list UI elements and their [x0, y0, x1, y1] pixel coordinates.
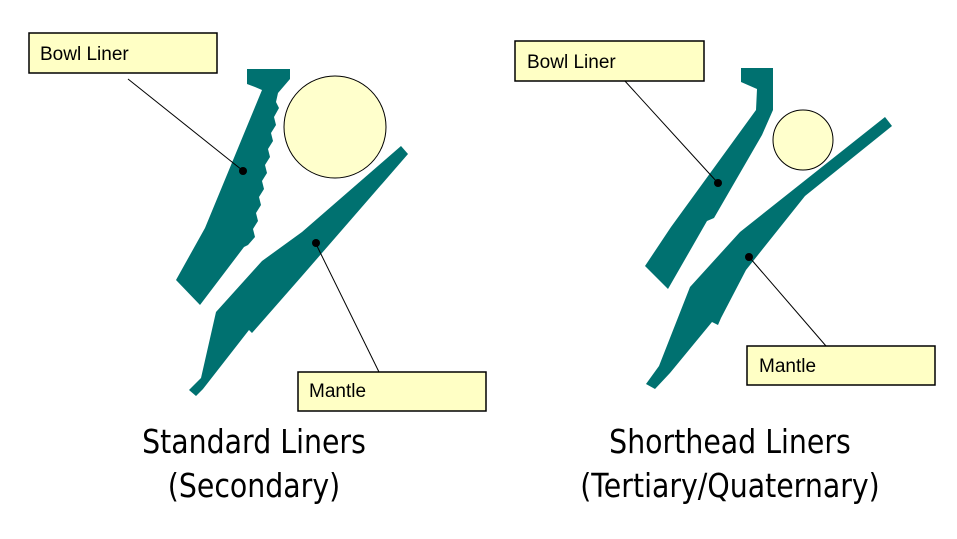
standard-liners-caption: Standard Liners (Secondary) [73, 420, 434, 508]
shorthead-liners-title: Shorthead Liners [609, 422, 851, 461]
right-bowl-liner-shape [645, 68, 773, 289]
right-bowl-liner-leader [623, 79, 718, 183]
standard-liners-title: Standard Liners [142, 422, 366, 461]
standard-liners-subtitle: (Secondary) [167, 466, 341, 505]
right-mantle-leader [749, 257, 827, 347]
right-mantle-shape [646, 117, 892, 389]
left-bowl-liner-label: Bowl Liner [40, 44, 129, 65]
right-bowl-liner-callout: Bowl Liner [514, 40, 705, 82]
left-mantle-leader [315, 243, 380, 373]
left-bowl-liner-leader [127, 78, 243, 171]
right-bowl-liner-label: Bowl Liner [527, 52, 616, 73]
right-mantle-callout: Mantle [746, 345, 936, 386]
right-mantle-label: Mantle [759, 356, 816, 377]
left-rock-shape [283, 75, 387, 179]
left-bowl-liner-callout: Bowl Liner [28, 32, 218, 74]
shorthead-liners-caption: Shorthead Liners (Tertiary/Quaternary) [549, 420, 910, 508]
shorthead-liners-diagram: Bowl Liner Mantle [514, 40, 936, 389]
left-mantle-shape [189, 146, 408, 396]
shorthead-liners-subtitle: (Tertiary/Quaternary) [580, 466, 880, 505]
right-rock-shape [772, 109, 834, 171]
left-mantle-callout: Mantle [297, 371, 487, 412]
left-bowl-liner-dot [239, 167, 247, 175]
left-mantle-dot [312, 239, 320, 247]
left-bowl-liner-shape [176, 69, 290, 305]
right-bowl-liner-dot [714, 179, 722, 187]
left-mantle-label: Mantle [309, 381, 366, 402]
right-mantle-dot [745, 253, 753, 261]
standard-liners-diagram: Bowl Liner Mantle [28, 32, 487, 412]
